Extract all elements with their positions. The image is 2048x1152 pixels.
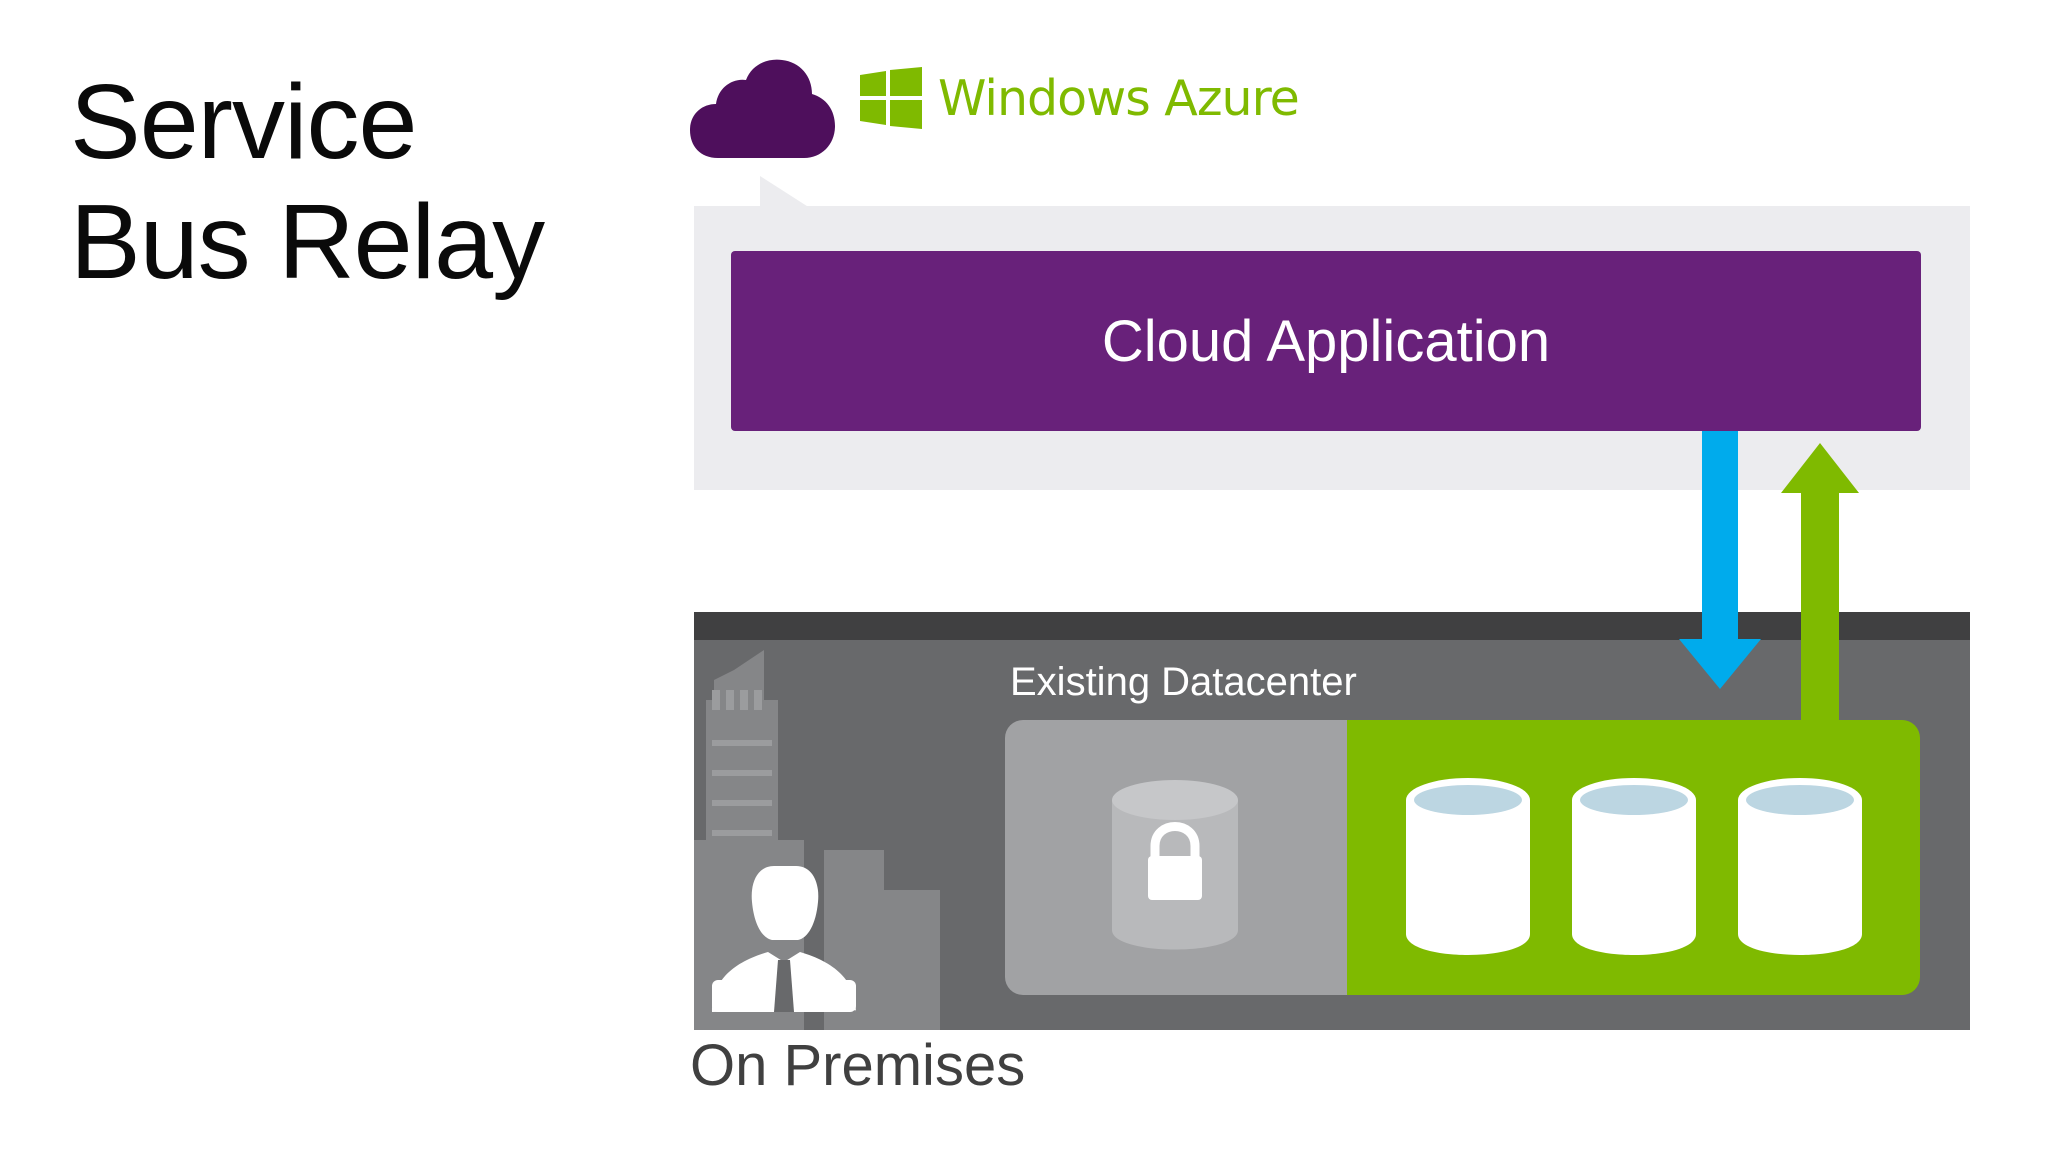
title-line-2: Bus Relay [70,183,545,301]
slide-title: Service Bus Relay [70,62,545,302]
datacenter-label: Existing Datacenter [1010,660,1357,704]
cloud-application-label: Cloud Application [1101,308,1551,374]
locked-database-icon [1112,780,1238,950]
exposed-data-zone [1347,720,1920,995]
cloud-application-box: Cloud Application [731,251,1921,431]
panel-pointer [760,176,810,208]
azure-brand-label: Windows Azure [938,70,1300,127]
locked-data-zone [1005,720,1350,995]
building-icon [694,650,940,1030]
database-icon [1572,778,1696,955]
database-icon [1738,778,1862,955]
title-line-1: Service [70,63,417,181]
database-icon [1406,778,1530,955]
windows-logo-icon [860,67,922,129]
arrow-up-icon [1781,443,1859,721]
arrow-down-icon [1679,431,1761,689]
on-premises-label: On Premises [690,1033,1026,1098]
cloud-icon [690,59,835,159]
datacenter-top-bar [694,612,1970,640]
